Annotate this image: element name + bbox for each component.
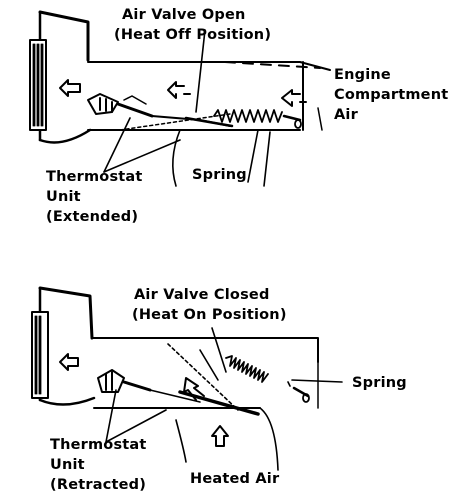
bottom-valve-subtitle: (Heat On Position) — [132, 307, 287, 323]
bottom-thermostat-label-line2: Unit — [50, 457, 85, 473]
top-engine-label-line2: Compartment — [334, 87, 449, 103]
top-valve-subtitle: (Heat Off Position) — [114, 27, 272, 43]
top-spring — [213, 109, 302, 129]
bottom-spring — [225, 355, 310, 403]
top-spring-label: Spring — [192, 167, 247, 183]
top-airflow-arrow-center — [167, 81, 191, 99]
bottom-filter-element — [31, 311, 49, 399]
top-valve-title: Air Valve Open — [122, 7, 246, 23]
bottom-thermostat-label-line1: Thermostat — [50, 437, 147, 453]
bottom-airflow-arrow-up — [211, 425, 229, 447]
bottom-heated-air-label: Heated Air — [190, 471, 280, 487]
bottom-valve-title: Air Valve Closed — [134, 287, 270, 303]
bottom-thermostat-label-line3: (Retracted) — [50, 477, 147, 493]
top-airflow-arrow-left — [59, 79, 81, 97]
bottom-thermostat-unit — [97, 369, 201, 403]
top-engine-label-line3: Air — [334, 107, 358, 123]
top-engine-label-line1: Engine — [334, 67, 391, 83]
top-thermostat-unit — [87, 93, 154, 118]
bottom-airflow-arrow-left — [59, 353, 79, 371]
bottom-spring-label: Spring — [352, 375, 407, 391]
top-thermostat-label-line3: (Extended) — [46, 209, 139, 225]
top-leader-lines — [103, 29, 271, 187]
top-thermostat-label-line1: Thermostat — [46, 169, 143, 185]
bottom-air-valve-door — [167, 343, 260, 416]
top-air-valve-door — [119, 113, 234, 131]
top-filter-element — [29, 39, 47, 131]
bottom-leader-lines — [105, 327, 343, 443]
top-thermostat-label-line2: Unit — [46, 189, 81, 205]
top-airflow-arrow-right — [281, 89, 307, 107]
